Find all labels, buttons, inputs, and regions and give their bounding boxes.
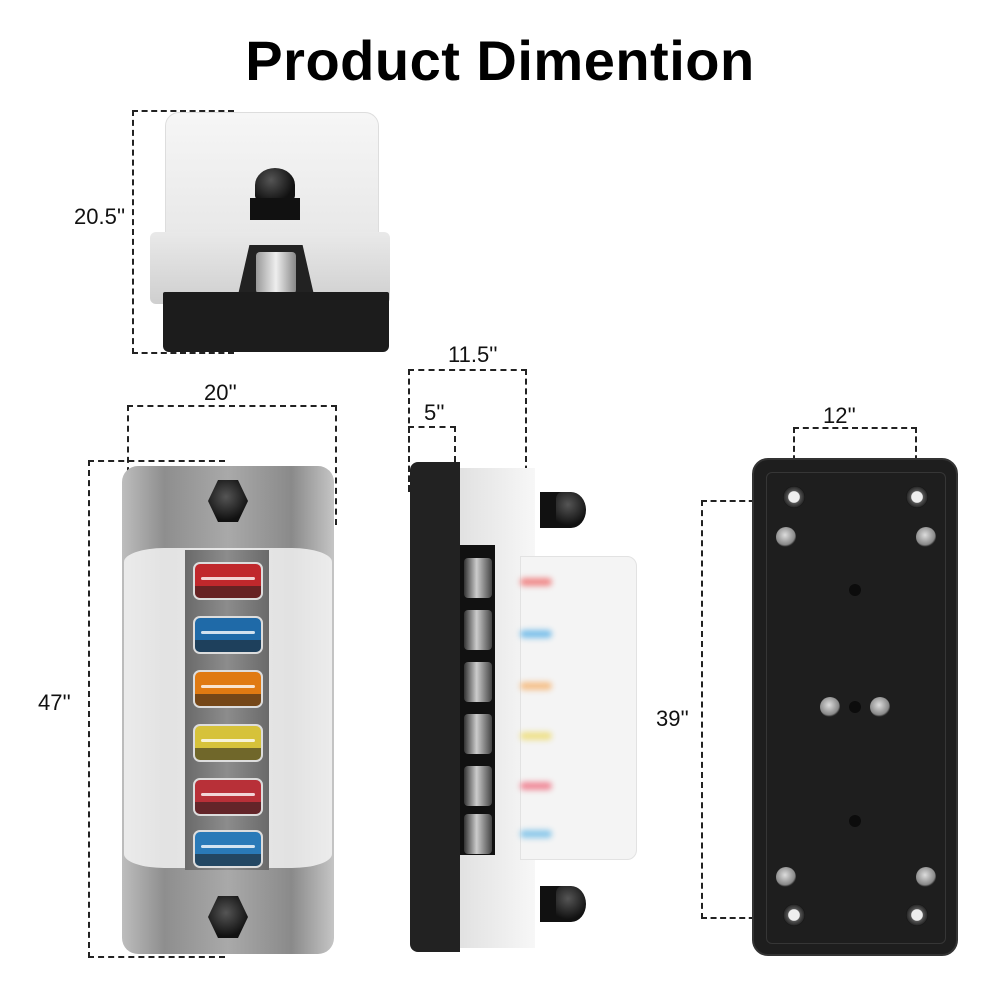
- screw-icon: [820, 697, 840, 717]
- screw-icon: [916, 527, 936, 547]
- screw-icon: [776, 867, 796, 887]
- back-view-spacing-label: 12'': [823, 403, 856, 428]
- fuse-glow: [520, 782, 552, 790]
- fuse-slot: [193, 562, 263, 600]
- mounting-hole-icon: [783, 486, 805, 508]
- fuse-slot: [193, 670, 263, 708]
- side-view-depth-label: 11.5'': [448, 342, 498, 367]
- back-view-height-label: 39'': [656, 706, 689, 731]
- terminal: [464, 558, 492, 598]
- cap-nut-icon: [255, 168, 295, 202]
- fuse-slot: [193, 830, 263, 868]
- front-view-width-label: 20'': [204, 380, 237, 405]
- base-dimension-line: [408, 426, 456, 492]
- terminal: [464, 814, 492, 854]
- black-base: [410, 462, 460, 952]
- locating-pin-icon: [849, 815, 861, 827]
- terminal-stud: [256, 252, 296, 294]
- terminal: [464, 766, 492, 806]
- back-plate-inner-border: [766, 472, 946, 944]
- cap-nut-icon: [556, 886, 586, 922]
- terminal: [464, 610, 492, 650]
- mounting-hole-icon: [783, 904, 805, 926]
- fuse-glow: [520, 830, 552, 838]
- side-view-base-label: 5'': [424, 400, 445, 425]
- locating-pin-icon: [849, 584, 861, 596]
- top-view-height-label: 20.5'': [74, 204, 126, 229]
- fuse-slot: [193, 616, 263, 654]
- height-dimension-line: [88, 460, 225, 958]
- clear-cover-extension: [520, 556, 637, 860]
- front-view-height-label: 47'': [38, 690, 71, 715]
- mounting-hole-icon: [906, 904, 928, 926]
- width-dimension-line: [127, 405, 337, 525]
- hex-nut-icon: [250, 198, 300, 220]
- screw-icon: [870, 697, 890, 717]
- terminal: [464, 714, 492, 754]
- fuse-glow: [520, 682, 552, 690]
- fuse-slot: [193, 724, 263, 762]
- screw-icon: [916, 867, 936, 887]
- fuse-glow: [520, 630, 552, 638]
- locating-pin-icon: [849, 701, 861, 713]
- cap-nut-icon: [556, 492, 586, 528]
- cap-nut-icon: [208, 480, 248, 522]
- fuse-slot: [193, 778, 263, 816]
- fuse-strip: [185, 550, 269, 870]
- hole-height-dimension-line: [701, 500, 793, 919]
- height-dimension-line: [132, 110, 234, 354]
- screw-icon: [776, 527, 796, 547]
- cap-nut-icon: [208, 896, 248, 938]
- page-title: Product Dimention: [245, 29, 755, 92]
- terminal: [464, 662, 492, 702]
- mounting-hole-icon: [906, 486, 928, 508]
- fuse-glow: [520, 732, 552, 740]
- fuse-glow: [520, 578, 552, 586]
- black-base: [163, 292, 389, 352]
